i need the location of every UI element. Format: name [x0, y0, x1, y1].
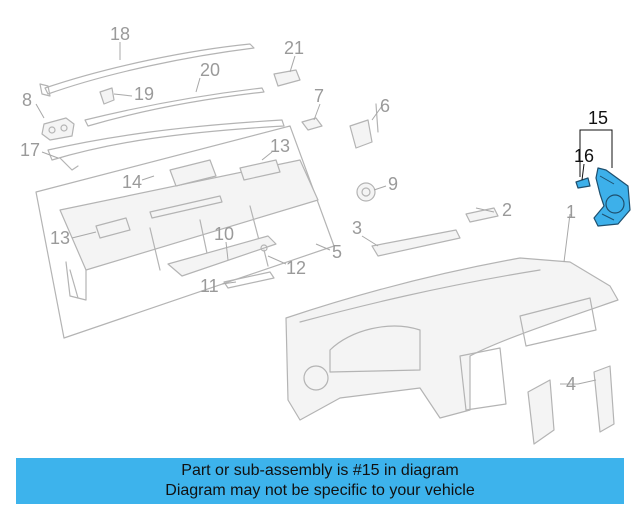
- banner-line-2: Diagram may not be specific to your vehi…: [165, 482, 475, 499]
- part-11-bracket: [223, 271, 275, 289]
- part-2-bracket: [465, 207, 499, 223]
- callout-11: 11: [200, 276, 219, 296]
- part-info-banner: Part or sub-assembly is #15 in diagram D…: [16, 458, 624, 504]
- callout-1: 1: [566, 202, 576, 222]
- part-8-bracket: [41, 117, 75, 141]
- part-4-vent-duct: [527, 365, 615, 445]
- callout-16: 16: [574, 146, 594, 166]
- part-9-grommet: [356, 182, 376, 202]
- parts-diagram: 18 21 20 19 8 7 6 17 13 14 9 13 10 3 2 1…: [20, 24, 631, 445]
- callout-3: 3: [352, 218, 362, 238]
- callout-4: 4: [566, 374, 576, 394]
- part-19-clip: [99, 87, 115, 105]
- part-12-bolt: [260, 244, 269, 267]
- part-5-reinforcement-frame: [35, 125, 335, 339]
- part-15-end-cap-highlighted: [593, 167, 631, 227]
- part-17-trim-strip: [47, 119, 285, 171]
- callout-19: 19: [134, 84, 154, 104]
- leader-lines: [35, 42, 613, 385]
- callout-2: 2: [502, 200, 512, 220]
- part-20-trim-strip: [84, 87, 265, 127]
- callout-10: 10: [214, 224, 234, 244]
- callout-labels: 18 21 20 19 8 7 6 17 13 14 9 13 10 3 2 1…: [20, 24, 608, 394]
- callout-13-lower: 13: [50, 228, 70, 248]
- callout-7: 7: [314, 86, 324, 106]
- part-3-bracket: [371, 229, 461, 257]
- callout-18: 18: [110, 24, 130, 44]
- part-18-defroster-strip: [39, 43, 255, 97]
- callout-5: 5: [332, 242, 342, 262]
- part-21-sensor: [273, 69, 301, 87]
- banner-line-1: Part or sub-assembly is #15 in diagram: [181, 462, 459, 479]
- callout-6: 6: [380, 96, 390, 116]
- callout-21: 21: [284, 38, 304, 58]
- part-6-bracket: [349, 103, 379, 149]
- callout-17: 17: [20, 140, 40, 160]
- callout-9: 9: [388, 174, 398, 194]
- callout-12: 12: [286, 258, 306, 278]
- callout-14: 14: [122, 172, 142, 192]
- callout-20: 20: [200, 60, 220, 80]
- part-1-instrument-panel: [285, 257, 619, 421]
- callout-15: 15: [588, 108, 608, 128]
- part-16-clip: [575, 177, 591, 189]
- callout-8: 8: [22, 90, 32, 110]
- part-10-bracket: [167, 235, 277, 277]
- part-7-bracket: [301, 117, 323, 131]
- callout-13-upper: 13: [270, 136, 290, 156]
